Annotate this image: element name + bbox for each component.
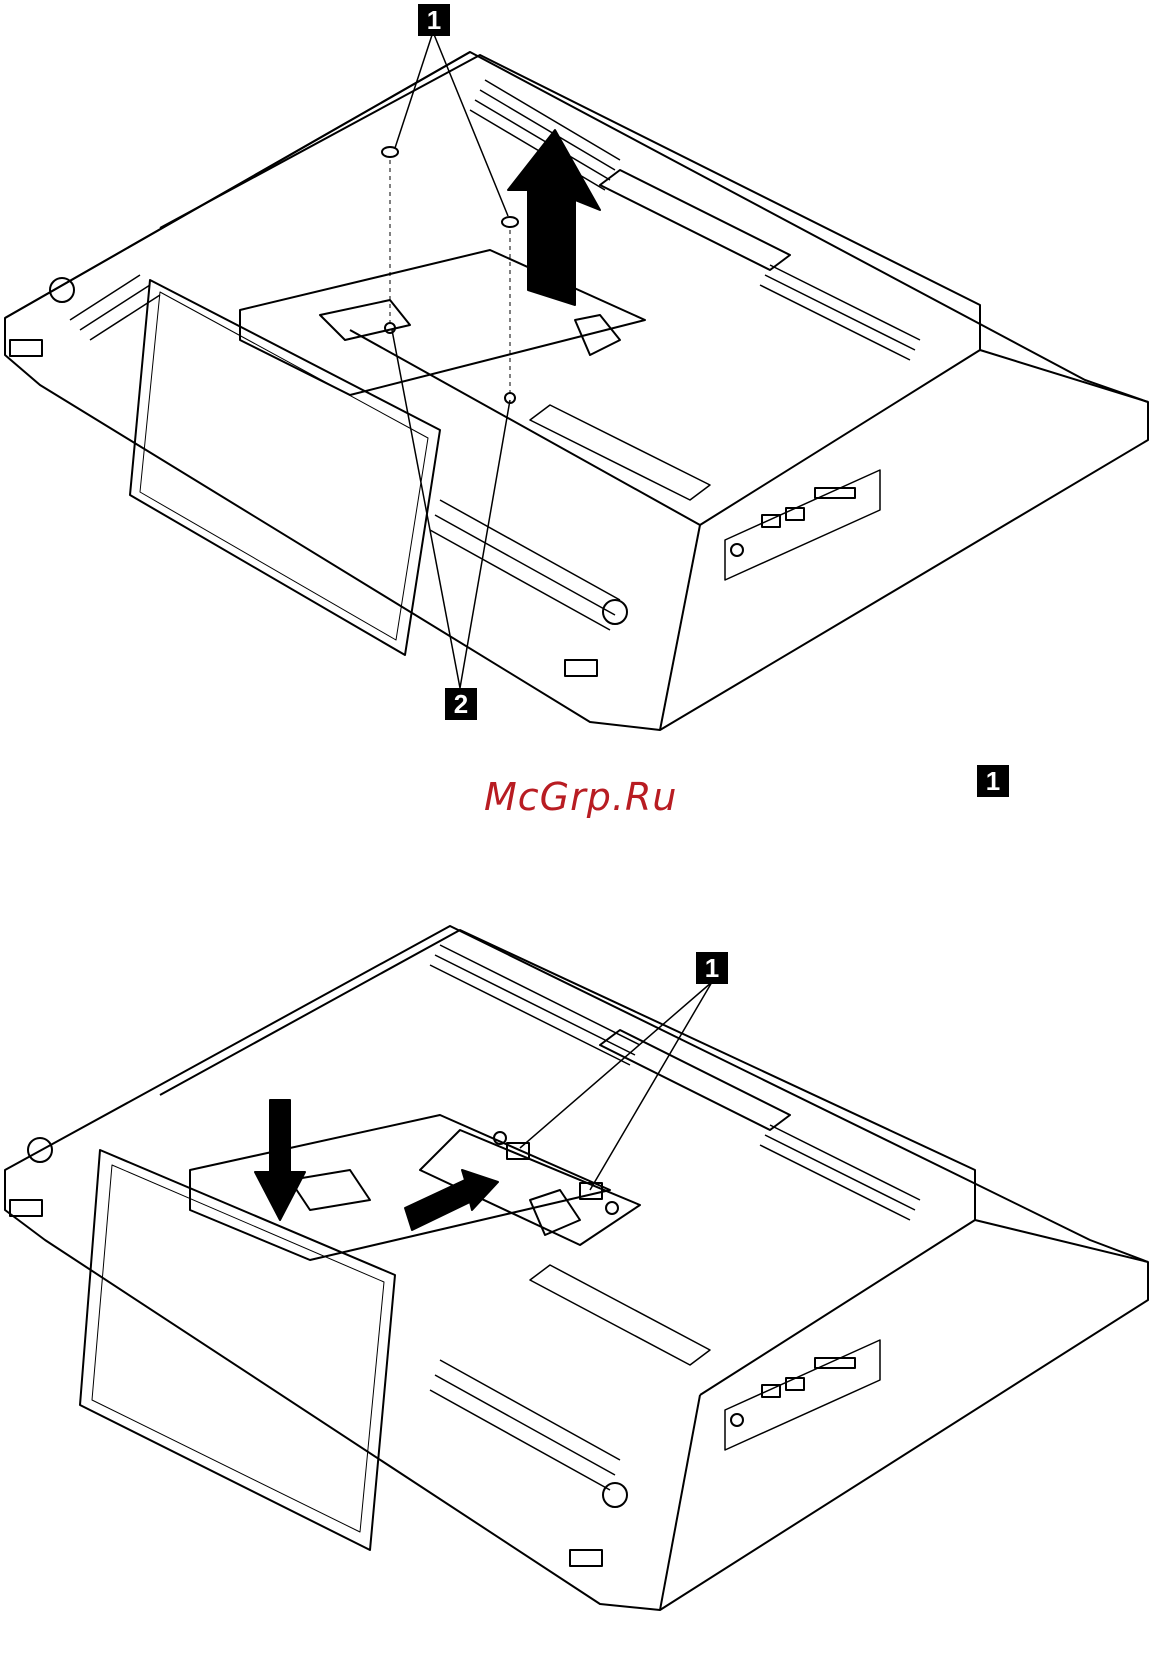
audio-jack <box>731 544 743 556</box>
side-port-panel-2 <box>725 1340 880 1450</box>
usb-port-2 <box>786 508 804 520</box>
hinge <box>575 315 620 355</box>
top-figure-stand-removal: 1 2 <box>0 0 1157 770</box>
hinge-2 <box>530 1190 580 1235</box>
bottom-figure-stand-install: 1 <box>0 920 1157 1654</box>
stand-panel-2 <box>80 1150 395 1550</box>
side-port-panel <box>725 470 880 580</box>
vent-bottom-2 <box>430 1360 620 1490</box>
computer-rear-diagram-top <box>0 0 1157 770</box>
callout-2-leaders <box>392 330 510 688</box>
screw-hole-bottom <box>603 600 627 624</box>
foot-bottom-2 <box>570 1550 602 1566</box>
handle-slot <box>600 170 790 270</box>
stand-bracket <box>240 250 645 395</box>
vent-right <box>760 1125 920 1220</box>
press-down-arrow-icon <box>255 1100 305 1220</box>
screw-top-2 <box>502 217 518 227</box>
watermark-text: McGrp.Ru <box>484 775 677 819</box>
stand-bracket-2 <box>190 1115 610 1260</box>
callout-1-top: 1 <box>418 4 450 36</box>
handle-slot-2 <box>600 1030 790 1130</box>
screw-hole-bottom-2 <box>603 1483 627 1507</box>
callout-1-side: 1 <box>977 765 1009 797</box>
vent-top <box>430 945 640 1065</box>
lift-arrow-icon <box>508 130 600 305</box>
vent-bottom <box>430 500 620 630</box>
rear-port-panel-2 <box>530 1265 710 1365</box>
foot-bottom <box>565 660 597 676</box>
callout-2-top: 2 <box>445 688 477 720</box>
rear-port-panel <box>530 405 710 500</box>
callout-1-bottom: 1 <box>696 952 728 984</box>
screw-top-1 <box>382 147 398 157</box>
computer-rear-diagram-bottom <box>0 920 1157 1654</box>
foot-left <box>10 340 42 356</box>
foot-left-2 <box>10 1200 42 1216</box>
